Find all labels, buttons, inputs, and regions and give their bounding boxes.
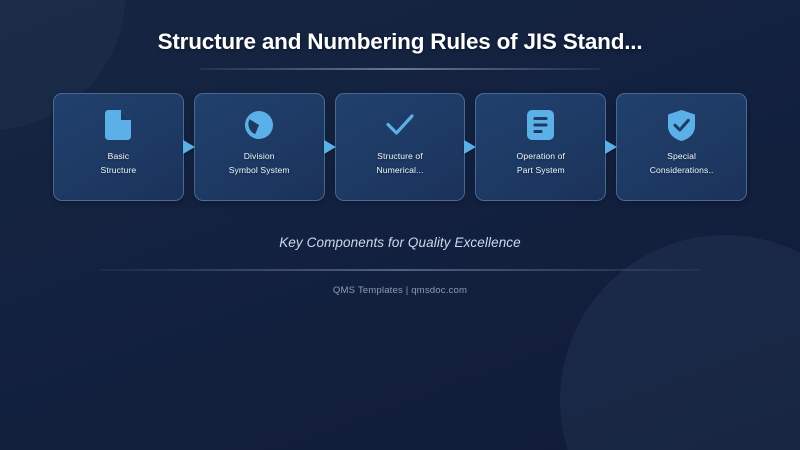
document-lines-icon [524,108,558,142]
card-label-line1: Division [243,151,275,161]
page-title: Structure and Numbering Rules of JIS Sta… [157,29,643,54]
card-label-line1: Operation of [516,151,566,161]
arrow-right-icon-2 [323,140,336,154]
card-division-symbol-system[interactable]: Division Symbol System [193,93,325,201]
card-label-line2: Part System [516,164,565,175]
card-slot-5: Special Considerations.. [616,93,747,201]
card-special-considerations[interactable]: Special Considerations.. [616,93,747,201]
card-label-line2: Considerations.. [649,164,714,175]
check-icon [383,108,417,142]
footer-text: QMS Templates | qmsdoc.com [332,285,468,296]
card-label-line2: Symbol System [228,164,290,175]
arrow-right-icon-4 [605,140,618,154]
card-label: Division Symbol System [223,150,296,178]
card-label-line1: Basic [107,151,130,161]
pie-chart-icon [242,108,276,142]
card-row: Basic Structure Division [53,93,747,201]
card-slot-2: Division Symbol System [193,93,336,201]
card-label-line2: Structure [100,164,137,175]
card-label-line2: Numerical... [376,164,424,175]
card-label-line1: Structure of [377,151,423,161]
card-slot-1: Basic Structure [53,93,195,201]
file-icon [101,108,135,142]
card-structure-of-numerical[interactable]: Structure of Numerical... [334,93,466,201]
card-label: Basic Structure [95,150,143,178]
shield-check-icon [665,108,699,142]
card-label-line1: Special [667,151,697,161]
footer-divider [100,269,700,271]
subtitle: Key Components for Quality Excellence [279,235,521,250]
card-slot-4: Operation of Part System [475,93,618,201]
card-label: Special Considerations.. [644,150,720,178]
card-label: Operation of Part System [511,150,572,178]
title-divider [200,68,600,70]
card-operation-of-part-system[interactable]: Operation of Part System [475,93,607,201]
card-slot-3: Structure of Numerical... [334,93,477,201]
arrow-right-icon-3 [464,140,477,154]
card-basic-structure[interactable]: Basic Structure [53,93,184,201]
card-label: Structure of Numerical... [370,150,429,178]
arrow-right-icon-1 [182,140,195,154]
